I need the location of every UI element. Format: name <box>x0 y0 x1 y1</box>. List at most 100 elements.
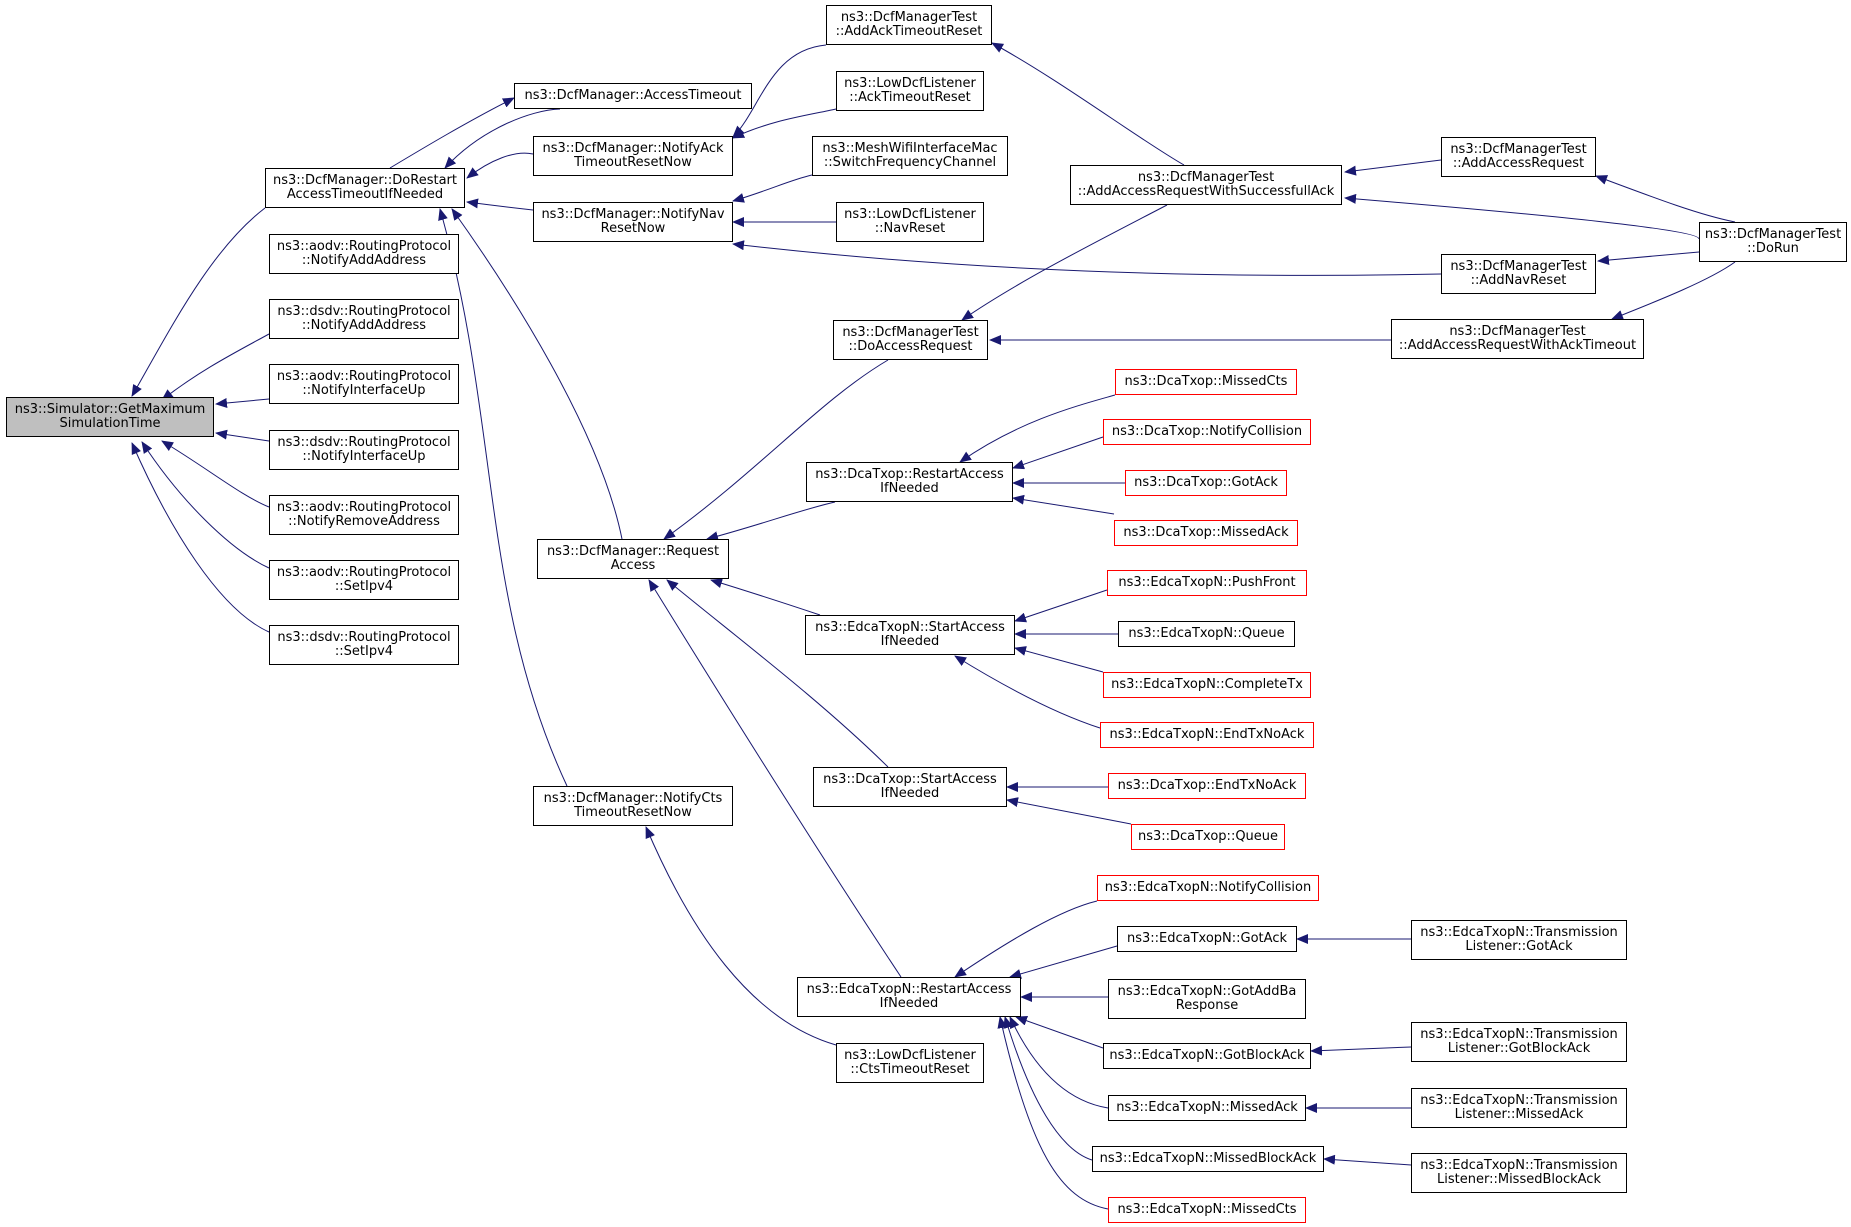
call-edge <box>961 204 1168 321</box>
node-label: ns3::DcfManagerTest <box>1450 142 1587 157</box>
node-dcatxop-restart-access-if-needed[interactable]: ns3::DcaTxop::RestartAccess IfNeeded <box>806 462 1013 502</box>
node-label: ::NotifyRemoveAddress <box>288 514 440 529</box>
node-label: ::NotifyInterfaceUp <box>302 383 426 398</box>
call-edge <box>141 441 270 569</box>
node-edcatxopn-missed-ack[interactable]: ns3::EdcaTxopN::MissedAck <box>1108 1095 1306 1121</box>
node-label: Listener::GotAck <box>1465 939 1573 954</box>
node-lowdcflistener-nav-reset[interactable]: ns3::LowDcfListener ::NavReset <box>836 202 984 242</box>
node-edcatxopn-missed-block-ack[interactable]: ns3::EdcaTxopN::MissedBlockAck <box>1092 1146 1324 1172</box>
node-label: Listener::MissedAck <box>1454 1107 1584 1122</box>
node-edcatxopn-transmission-listener-got-ack[interactable]: ns3::EdcaTxopN::Transmission Listener::G… <box>1411 920 1627 960</box>
node-dsdv-notify-interface-up[interactable]: ns3::dsdv::RoutingProtocol ::NotifyInter… <box>269 430 459 470</box>
call-edge <box>215 397 270 408</box>
node-edcatxopn-queue[interactable]: ns3::EdcaTxopN::Queue <box>1118 621 1295 647</box>
node-dcfmanagertest-add-nav-reset[interactable]: ns3::DcfManagerTest ::AddNavReset <box>1441 254 1596 294</box>
node-dcfmanager-notify-nav-reset-now[interactable]: ns3::DcfManager::NotifyNav ResetNow <box>533 202 733 242</box>
node-dcatxop-missed-ack[interactable]: ns3::DcaTxop::MissedAck <box>1114 520 1298 546</box>
node-edcatxopn-got-ack[interactable]: ns3::EdcaTxopN::GotAck <box>1117 926 1297 952</box>
node-aodv-notify-add-address[interactable]: ns3::aodv::RoutingProtocol ::NotifyAddAd… <box>269 234 459 274</box>
node-label: ns3::LowDcfListener <box>844 207 976 222</box>
node-dcfmanagertest-add-access-request-with-successfull-ack[interactable]: ns3::DcfManagerTest ::AddAccessRequestWi… <box>1070 165 1342 205</box>
node-edcatxopn-got-add-ba-response[interactable]: ns3::EdcaTxopN::GotAddBa Response <box>1108 979 1306 1019</box>
call-edge <box>1323 1154 1412 1166</box>
node-dcatxop-notify-collision[interactable]: ns3::DcaTxop::NotifyCollision <box>1103 419 1311 445</box>
call-edge <box>954 655 1101 729</box>
node-edcatxopn-restart-access-if-needed[interactable]: ns3::EdcaTxopN::RestartAccess IfNeeded <box>797 977 1021 1017</box>
node-label: ns3::dsdv::RoutingProtocol <box>277 630 451 645</box>
node-dcfmanager-request-access[interactable]: ns3::DcfManager::Request Access <box>537 539 729 579</box>
node-dcatxop-got-ack[interactable]: ns3::DcaTxop::GotAck <box>1125 470 1287 496</box>
node-dsdv-set-ipv4[interactable]: ns3::dsdv::RoutingProtocol ::SetIpv4 <box>269 625 459 665</box>
node-dcfmanagertest-add-access-request[interactable]: ns3::DcfManagerTest ::AddAccessRequest <box>1441 137 1596 177</box>
node-label: ResetNow <box>600 221 666 236</box>
node-dcfmanagertest-add-access-request-with-ack-timeout[interactable]: ns3::DcfManagerTest ::AddAccessRequestWi… <box>1391 319 1644 359</box>
node-dsdv-notify-add-address[interactable]: ns3::dsdv::RoutingProtocol ::NotifyAddAd… <box>269 299 459 339</box>
node-edcatxopn-complete-tx[interactable]: ns3::EdcaTxopN::CompleteTx <box>1103 672 1311 698</box>
node-label: ns3::EdcaTxopN::PushFront <box>1118 575 1296 590</box>
node-dcatxop-queue[interactable]: ns3::DcaTxop::Queue <box>1131 824 1285 850</box>
call-edge <box>161 333 270 401</box>
call-edge <box>1012 436 1104 470</box>
node-dcfmanager-notify-cts-timeout-reset-now[interactable]: ns3::DcfManager::NotifyCts TimeoutResetN… <box>533 786 733 826</box>
node-dcfmanagertest-do-run[interactable]: ns3::DcfManagerTest ::DoRun <box>1699 222 1847 262</box>
node-label: ns3::DcaTxop::GotAck <box>1134 475 1278 490</box>
node-label: ::AddAckTimeoutReset <box>835 24 983 39</box>
node-label: ns3::DcfManagerTest <box>1450 259 1587 274</box>
call-edge <box>466 152 534 179</box>
call-edge <box>732 44 827 138</box>
node-edcatxopn-notify-collision[interactable]: ns3::EdcaTxopN::NotifyCollision <box>1097 875 1319 901</box>
node-lowdcflistener-ack-timeout-reset[interactable]: ns3::LowDcfListener ::AckTimeoutReset <box>836 71 984 111</box>
node-label: ns3::EdcaTxopN::EndTxNoAck <box>1109 727 1305 742</box>
node-edcatxopn-end-tx-no-ack[interactable]: ns3::EdcaTxopN::EndTxNoAck <box>1100 722 1314 748</box>
node-label: Access <box>610 558 656 573</box>
node-edcatxopn-start-access-if-needed[interactable]: ns3::EdcaTxopN::StartAccess IfNeeded <box>805 615 1015 655</box>
node-label: ::NavReset <box>874 221 946 236</box>
node-label: ns3::DcaTxop::EndTxNoAck <box>1117 778 1297 793</box>
node-dcatxop-end-tx-no-ack[interactable]: ns3::DcaTxop::EndTxNoAck <box>1108 773 1306 799</box>
node-label: ::AckTimeoutReset <box>849 90 971 105</box>
node-edcatxopn-transmission-listener-missed-ack[interactable]: ns3::EdcaTxopN::Transmission Listener::M… <box>1411 1088 1627 1128</box>
call-edge <box>215 429 270 442</box>
node-label: ns3::EdcaTxopN::MissedAck <box>1116 1100 1298 1115</box>
node-label: ns3::DcfManager::DoRestart <box>273 173 457 188</box>
node-label: ::AddAccessRequestWithSuccessfullAck <box>1077 184 1335 199</box>
node-edcatxopn-push-front[interactable]: ns3::EdcaTxopN::PushFront <box>1107 570 1307 596</box>
node-label: ns3::EdcaTxopN::MissedBlockAck <box>1099 1151 1317 1166</box>
node-dcfmanagertest-do-access-request[interactable]: ns3::DcfManagerTest ::DoAccessRequest <box>833 320 988 360</box>
call-edge <box>732 174 813 203</box>
node-edcatxopn-missed-cts[interactable]: ns3::EdcaTxopN::MissedCts <box>1108 1197 1306 1223</box>
node-label: ns3::EdcaTxopN::GotBlockAck <box>1109 1048 1305 1063</box>
node-label: ns3::DcaTxop::StartAccess <box>823 772 997 787</box>
call-edge <box>1015 1015 1104 1049</box>
node-meshwifiinterfacemac-switch-frequency-channel[interactable]: ns3::MeshWifiInterfaceMac ::SwitchFreque… <box>812 136 1008 176</box>
call-edge <box>706 501 836 542</box>
node-label: IfNeeded <box>880 634 940 649</box>
call-edge <box>1344 193 1700 240</box>
node-label: ns3::EdcaTxopN::Transmission <box>1420 1027 1618 1042</box>
node-dcfmanager-do-restart-access-timeout-if-needed[interactable]: ns3::DcfManager::DoRestart AccessTimeout… <box>265 168 465 208</box>
node-aodv-notify-remove-address[interactable]: ns3::aodv::RoutingProtocol ::NotifyRemov… <box>269 495 459 535</box>
node-label: ns3::DcaTxop::MissedAck <box>1123 525 1289 540</box>
call-edge <box>997 1016 1109 1210</box>
node-label: ns3::EdcaTxopN::Queue <box>1128 626 1285 641</box>
node-dcfmanagertest-add-ack-timeout-reset[interactable]: ns3::DcfManagerTest ::AddAckTimeoutReset <box>826 5 992 45</box>
node-label: ns3::EdcaTxopN::Transmission <box>1420 1158 1618 1173</box>
node-dcfmanager-notify-ack-timeout-reset-now[interactable]: ns3::DcfManager::NotifyAck TimeoutResetN… <box>533 136 733 176</box>
node-dcatxop-missed-cts[interactable]: ns3::DcaTxop::MissedCts <box>1115 369 1297 395</box>
node-label: ns3::EdcaTxopN::NotifyCollision <box>1104 880 1312 895</box>
node-edcatxopn-got-block-ack[interactable]: ns3::EdcaTxopN::GotBlockAck <box>1103 1043 1311 1069</box>
node-lowdcflistener-cts-timeout-reset[interactable]: ns3::LowDcfListener ::CtsTimeoutReset <box>836 1043 984 1083</box>
call-edge <box>1006 797 1132 825</box>
node-edcatxopn-transmission-listener-missed-block-ack[interactable]: ns3::EdcaTxopN::Transmission Listener::M… <box>1411 1153 1627 1193</box>
node-aodv-notify-interface-up[interactable]: ns3::aodv::RoutingProtocol ::NotifyInter… <box>269 364 459 404</box>
node-label: ns3::DcaTxop::MissedCts <box>1124 374 1288 389</box>
node-aodv-set-ipv4[interactable]: ns3::aodv::RoutingProtocol ::SetIpv4 <box>269 560 459 600</box>
node-edcatxopn-transmission-listener-got-block-ack[interactable]: ns3::EdcaTxopN::Transmission Listener::G… <box>1411 1022 1627 1062</box>
call-edge <box>1009 945 1118 979</box>
node-dcfmanager-access-timeout[interactable]: ns3::DcfManager::AccessTimeout <box>514 83 752 109</box>
node-label: ::CtsTimeoutReset <box>850 1062 970 1077</box>
node-dcatxop-start-access-if-needed[interactable]: ns3::DcaTxop::StartAccess IfNeeded <box>813 767 1007 807</box>
call-edge <box>1595 175 1736 223</box>
node-label: ::SwitchFrequencyChannel <box>823 155 997 170</box>
node-label: ns3::DcaTxop::Queue <box>1137 829 1279 844</box>
